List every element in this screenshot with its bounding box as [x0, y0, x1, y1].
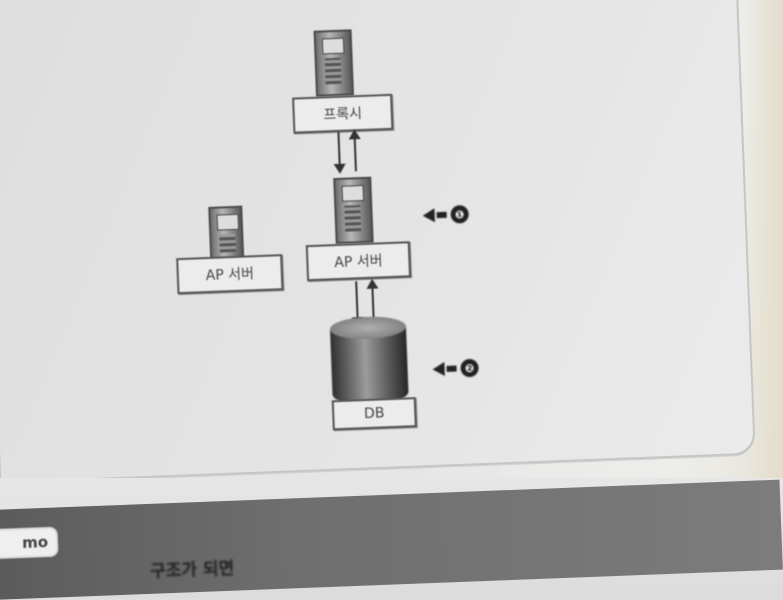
arrow-left-icon — [432, 361, 445, 377]
memo-tab: mo — [0, 526, 59, 560]
callout-2: ❷ — [432, 358, 479, 379]
ap-server-left-label: AP 서버 — [176, 254, 284, 295]
database-icon — [329, 315, 409, 407]
callout-number: ❷ — [460, 358, 479, 378]
arrow-shaft — [436, 211, 447, 219]
ap-server-icon — [333, 176, 374, 245]
ap-server-icon — [208, 205, 245, 261]
callout-number: ❶ — [450, 204, 470, 224]
proxy-server-icon — [313, 29, 355, 97]
arrow-down — [337, 131, 341, 172]
arrow-shaft — [446, 365, 457, 372]
arrow-up — [353, 131, 357, 172]
arrow-left-icon — [422, 208, 435, 223]
callout-1: ❶ — [422, 204, 470, 225]
db-label: DB — [331, 397, 417, 431]
ap-server-right-label: AP 서버 — [305, 241, 412, 282]
proxy-label: 프록시 — [292, 93, 394, 134]
